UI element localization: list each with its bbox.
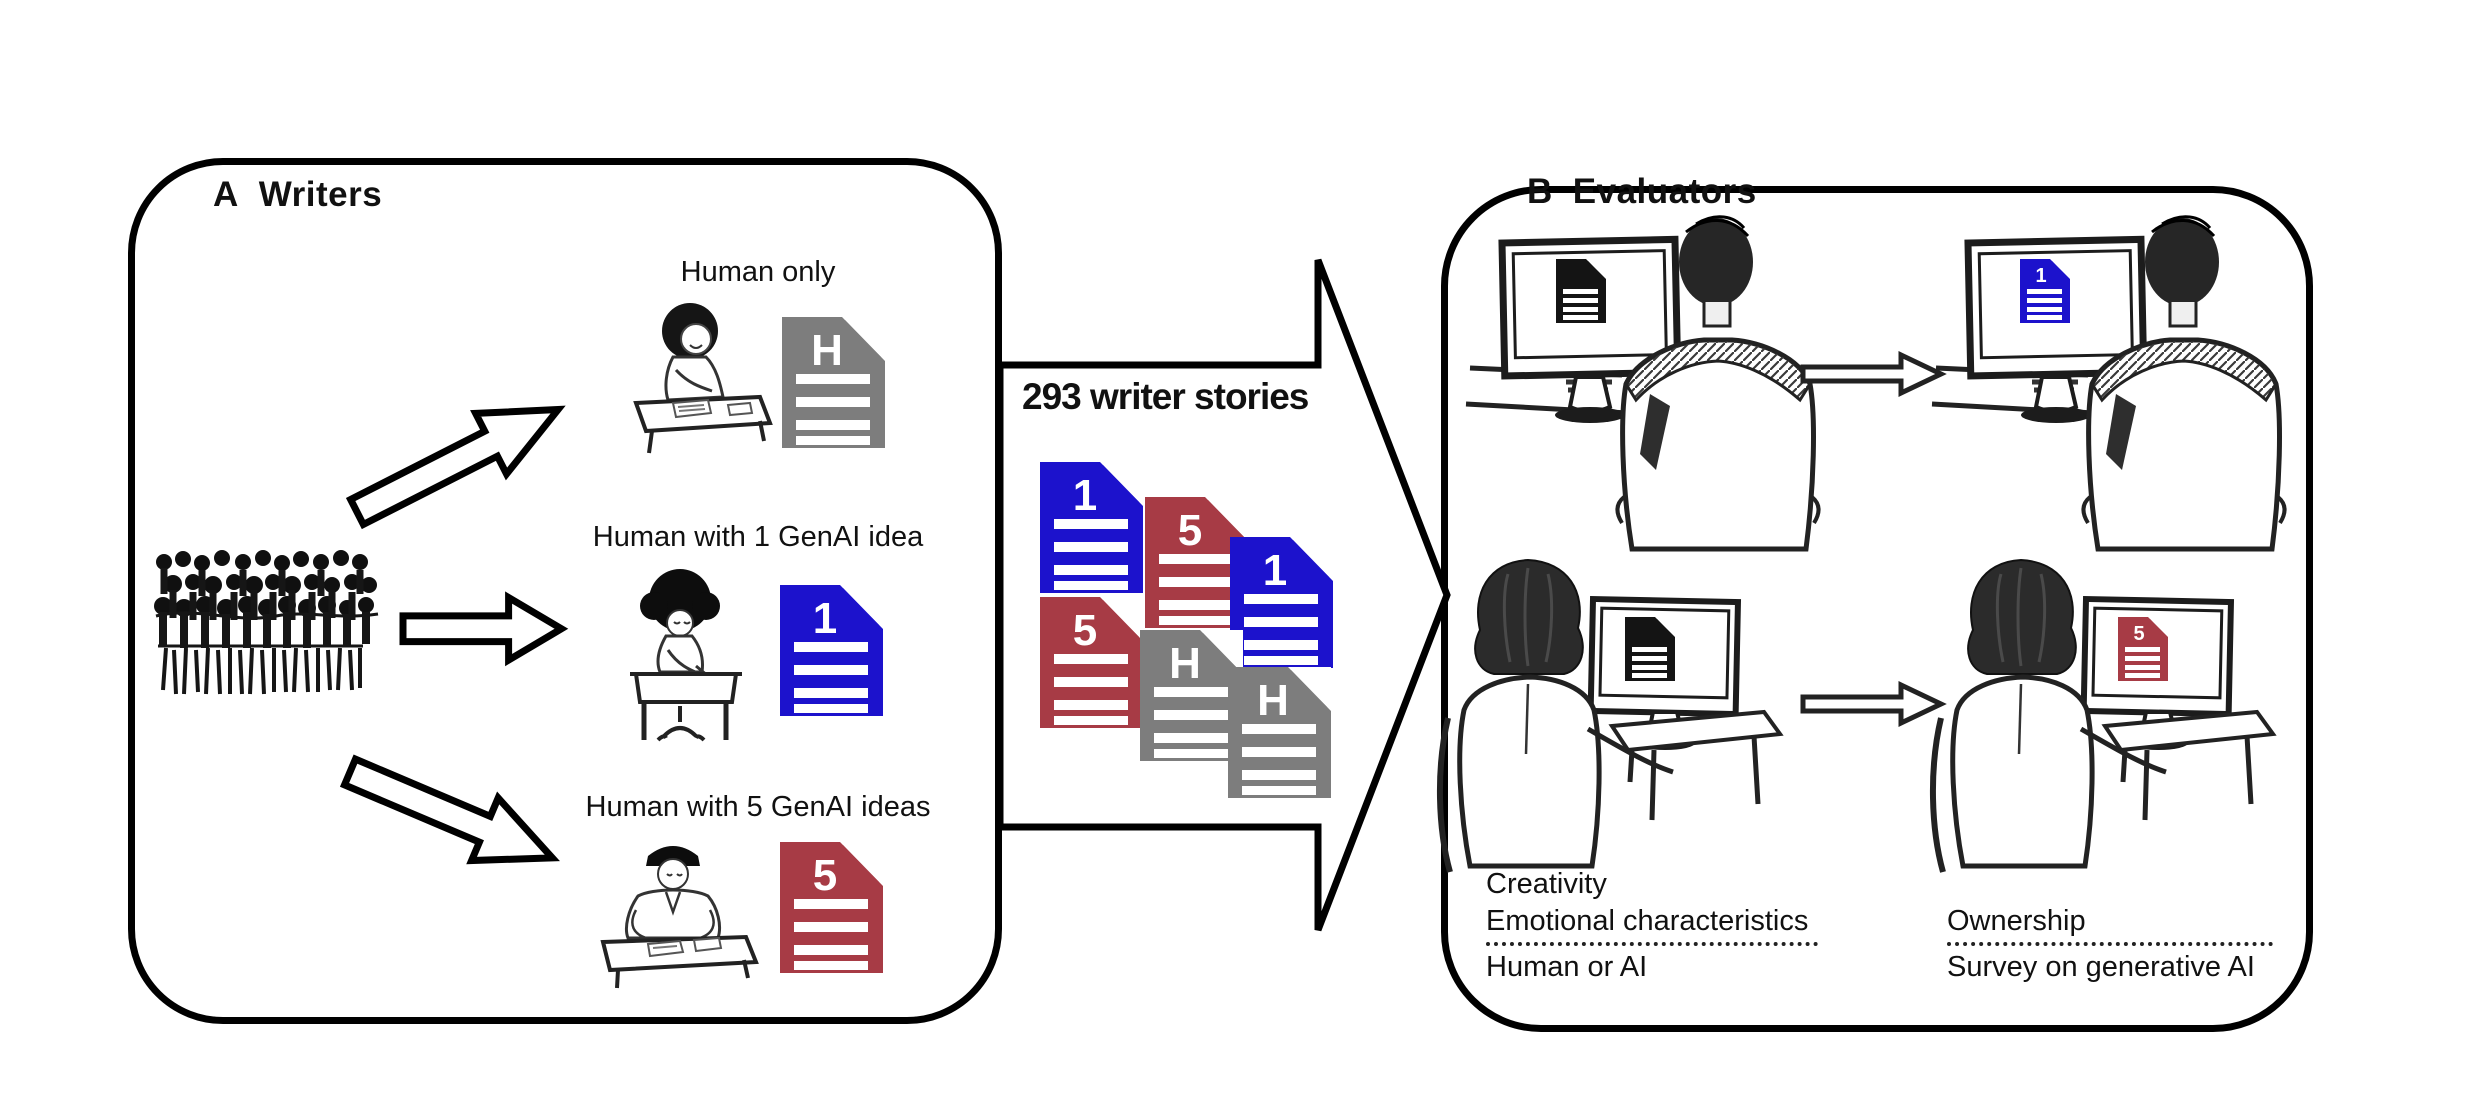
task-human-or-ai: Human or AI [1486,951,1648,983]
flow-arrow [996,258,1451,932]
task-emotional: Emotional characteristics [1486,905,1809,937]
svg-text:1: 1 [1073,471,1097,520]
panel-a-tag: A [213,175,239,214]
task-ownership: Ownership [1947,905,2086,937]
divider-dotted-right [1947,942,2273,946]
stack-doc: 1 [1040,462,1143,593]
story-stack: 1 5 1 5 [1040,462,1333,798]
panel-a-title-text: Writers [258,175,383,214]
stack-doc: 5 [1145,497,1248,628]
condition-label-one-idea: Human with 1 GenAI idea [592,521,924,553]
stack-doc: H [1140,630,1243,761]
task-survey: Survey on generative AI [1947,951,2255,983]
panel-b-title-text: Evaluators [1572,172,1757,211]
svg-text:5: 5 [1178,506,1202,555]
panel-a-title: A Writers [213,175,382,215]
stack-doc: 5 [1040,597,1143,728]
stack-doc: 1 [1230,537,1333,668]
svg-text:5: 5 [1073,606,1097,655]
stack-doc: H [1228,667,1331,798]
task-creativity: Creativity [1486,868,1607,900]
svg-text:H: H [1257,676,1289,725]
svg-text:1: 1 [1263,546,1287,595]
panel-b-title: B Evaluators [1527,172,1757,212]
svg-text:H: H [1169,639,1201,688]
stories-caption: 293 writer stories [1022,376,1309,417]
divider-dotted-left [1486,942,1818,946]
condition-label-human-only: Human only [680,256,836,288]
condition-label-five-ideas: Human with 5 GenAI ideas [585,791,931,823]
panel-b-tag: B [1527,172,1553,211]
